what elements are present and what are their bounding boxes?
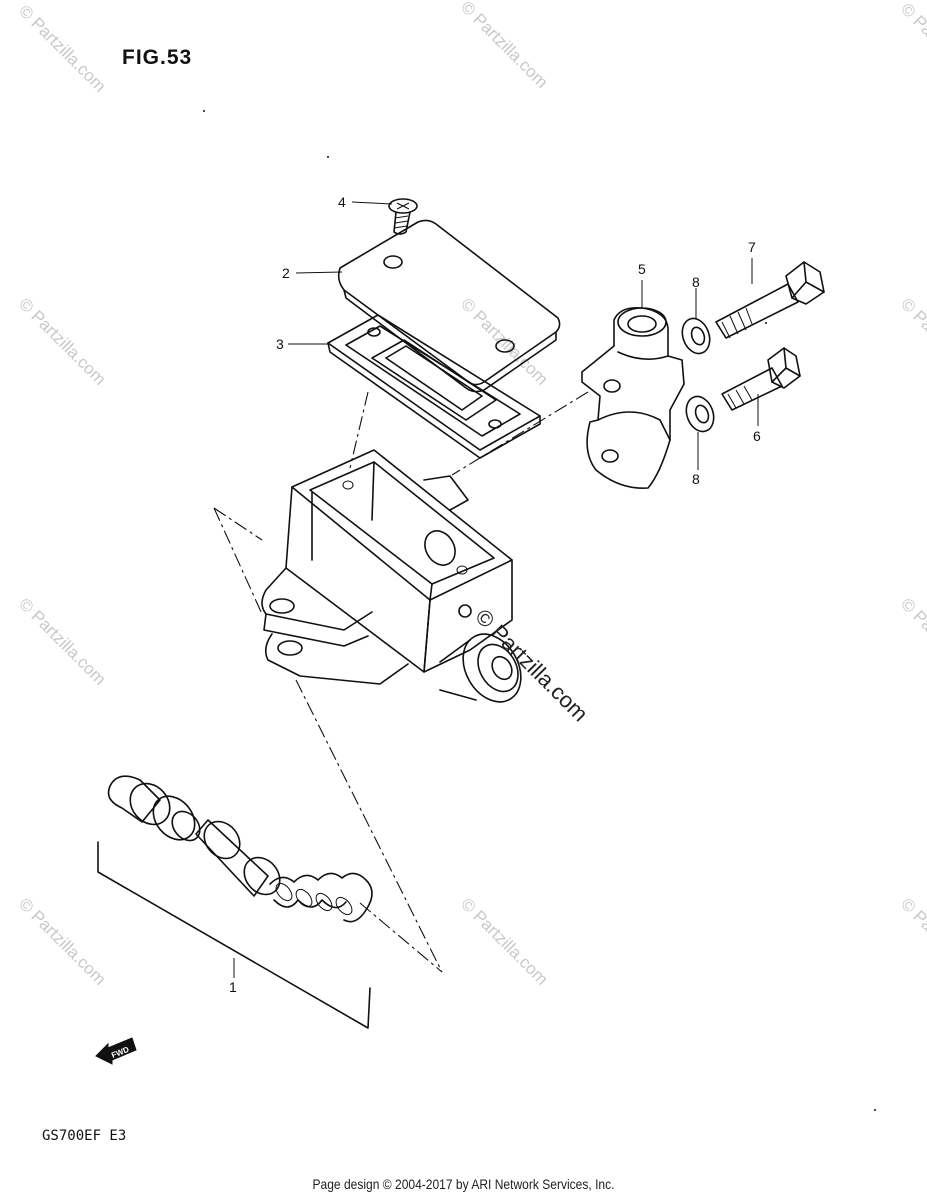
handlebar-clamp [581,306,685,489]
leader-line [351,201,393,205]
watermark-text: © Partzilla.com [897,594,927,688]
model-code: GS700EF E3 [42,1128,127,1144]
callout-2: 2 [282,265,290,281]
copyright-footer: Page design © 2004-2017 by ARI Network S… [312,1176,615,1192]
callout-6: 6 [753,428,761,444]
piston-kit [107,775,373,923]
watermark-text: © Partzilla.com [15,294,109,388]
watermark-text: © Partzilla.com [15,1,109,95]
assembly-line [451,391,589,476]
assembly-line [213,507,263,615]
callout-5: 5 [638,261,646,277]
assembly-line [349,391,369,469]
callout-4: 4 [338,194,346,210]
speck [203,110,205,112]
assembly-line [295,679,443,973]
watermark-text: © Partzilla.com [897,0,927,94]
watermark-text: © Partzilla.com [897,894,927,988]
watermark-text: © Partzilla.com [15,894,109,988]
watermark-layer: © Partzilla.com © Partzilla.com © Partzi… [15,0,927,989]
clamp-bolt-upper [715,261,825,339]
washer-lower [685,395,715,433]
cap-screw [388,198,418,235]
speck [327,156,329,158]
watermark-text: © Partzilla.com [457,894,551,988]
watermark-text: © Partzilla.com [897,294,927,388]
figure-title: FIG.53 [122,46,193,69]
callout-1: 1 [229,979,237,995]
callout-8-upper: 8 [692,274,700,290]
watermark-text: © Partzilla.com [15,594,109,688]
assembly-line [213,507,263,541]
clamp-bolt-lower [721,347,801,411]
washer-upper [681,317,711,355]
callout-8-lower: 8 [692,471,700,487]
assembly-line [359,902,443,973]
callout-3: 3 [276,336,284,352]
fwd-arrow-icon: FWD [95,1037,137,1065]
watermark-text: © Partzilla.com [457,294,551,388]
watermark-text: © Partzilla.com [457,0,551,92]
master-cylinder-body [261,449,522,703]
watermark-text: © Partzilla.com [470,604,593,727]
speck [765,322,767,324]
leader-line [295,271,343,274]
callout-7: 7 [748,239,756,255]
kit-bracket [97,841,371,1029]
speck [874,1109,876,1111]
